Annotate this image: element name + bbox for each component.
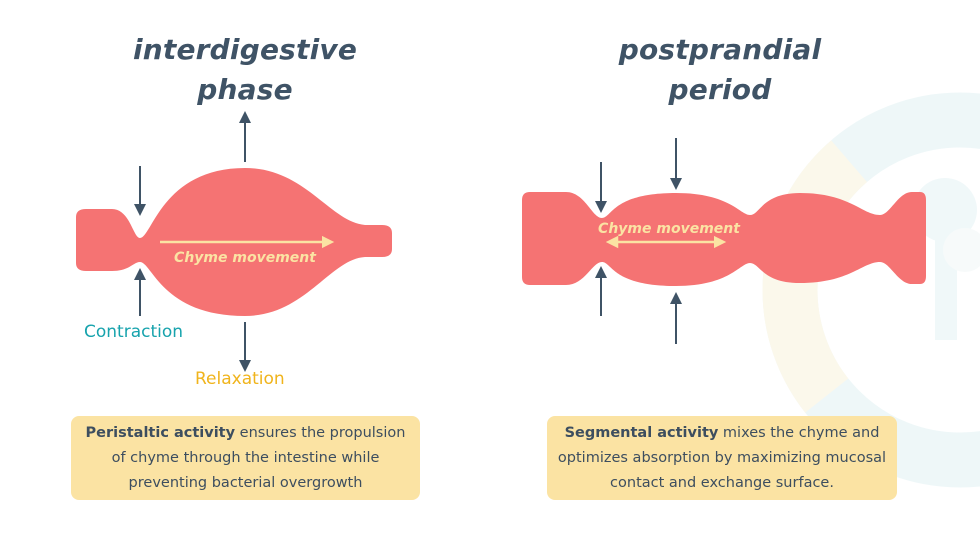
chyme-movement-label-left: Chyme movement [174, 250, 317, 266]
relaxation-label: Relaxation [195, 369, 285, 389]
peristaltic-description: ensures the propulsion of chyme through … [111, 425, 406, 491]
title-interdigestive-phase: interdigestive phase [95, 30, 395, 110]
intestine-segmental-shape [522, 192, 926, 286]
title-left-line-1: interdigestive [132, 33, 358, 66]
title-right-line-2: period [668, 73, 772, 106]
title-right-line-1: postprandial [618, 33, 822, 66]
title-postprandial-period: postprandial period [570, 30, 870, 110]
peristaltic-info-box: Peristaltic activity ensures the propuls… [71, 416, 420, 500]
title-left-line-2: phase [197, 73, 293, 106]
contraction-label: Contraction [84, 322, 184, 342]
peristaltic-bold-text: Peristaltic activity [85, 425, 236, 441]
segmental-bold-text: Segmental activity [564, 425, 719, 441]
segmental-info-box: Segmental activity mixes the chyme and o… [547, 416, 897, 500]
chyme-movement-label-right: Chyme movement [598, 221, 741, 237]
segmental-description: mixes the chyme and optimizes absorption… [557, 425, 887, 491]
